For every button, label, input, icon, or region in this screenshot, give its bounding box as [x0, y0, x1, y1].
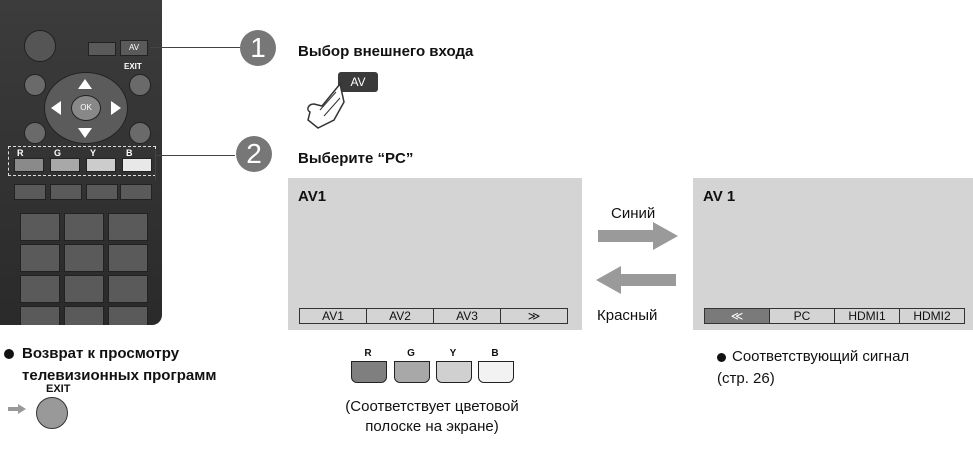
arrow-right-label: Синий — [611, 205, 656, 222]
number-key[interactable] — [108, 306, 148, 325]
number-key[interactable] — [20, 244, 60, 272]
screen-left-title: AV1 — [298, 188, 327, 205]
function-key[interactable] — [120, 184, 152, 200]
bar-item[interactable]: HDMI2 — [899, 308, 965, 324]
exit-round-button[interactable] — [36, 397, 68, 429]
arrow-right-icon — [598, 222, 678, 250]
exit-button[interactable] — [129, 74, 151, 96]
leader-line-av — [150, 47, 242, 48]
number-key[interactable] — [20, 213, 60, 241]
av-button-illustration-label: AV — [350, 75, 366, 89]
remote-key-letter: R — [17, 148, 24, 158]
blue-key[interactable] — [122, 158, 152, 172]
input-bar-left: AV1 AV2 AV3 ≫ — [299, 308, 568, 324]
dpad[interactable]: OK — [44, 72, 128, 144]
step-2-badge: 2 — [236, 136, 272, 172]
blue-color-button[interactable] — [478, 361, 514, 383]
red-key[interactable] — [14, 158, 44, 172]
color-note-line2: полоске на экране) — [365, 418, 499, 435]
leader-line-colors — [155, 150, 156, 180]
bar-item[interactable]: AV3 — [433, 308, 501, 324]
bar-item[interactable]: AV2 — [366, 308, 434, 324]
step-2-title: Выберите “PC” — [298, 150, 414, 167]
bar-item[interactable]: PC — [769, 308, 835, 324]
key-letter: B — [491, 348, 499, 359]
yellow-key[interactable] — [86, 158, 116, 172]
key-letter: R — [364, 348, 372, 359]
green-color-button[interactable] — [394, 361, 430, 383]
exit-label: EXIT — [124, 62, 142, 71]
arrow-left-icon — [596, 266, 676, 294]
screen-right: AV 1 ≪ PC HDMI1 HDMI2 — [693, 178, 973, 330]
signal-note-line1: Соответствующий сигнал — [732, 348, 910, 365]
number-key[interactable] — [64, 213, 104, 241]
hand-pointer-icon — [307, 82, 345, 129]
return-note-line1: Возврат к просмотру — [22, 345, 180, 362]
step-1-badge: 1 — [240, 30, 276, 66]
number-key[interactable] — [64, 244, 104, 272]
number-key[interactable] — [108, 213, 148, 241]
function-key[interactable] — [50, 184, 82, 200]
function-key[interactable] — [14, 184, 46, 200]
exit-button-label: EXIT — [46, 383, 71, 395]
number-key[interactable] — [108, 275, 148, 303]
remote-key-letter: B — [126, 148, 133, 158]
remote-control: AV EXIT OK R G Y B — [0, 0, 162, 325]
menu-button[interactable] — [24, 74, 46, 96]
down-arrow-icon — [78, 128, 92, 138]
av-button[interactable]: AV — [120, 40, 148, 56]
remote-key-letter: G — [54, 148, 62, 158]
signal-note-line2: (стр. 26) — [717, 370, 775, 387]
return-note-line2: телевизионных программ — [22, 367, 217, 384]
small-arrow-shaft — [8, 407, 18, 411]
up-arrow-icon — [78, 79, 92, 89]
key-letter: G — [407, 348, 415, 359]
screen-right-title: AV 1 — [703, 188, 736, 205]
step-1-title: Выбор внешнего входа — [298, 43, 474, 60]
color-note-line1: (Соответствует цветовой — [345, 398, 519, 415]
leader-line-step2 — [155, 155, 235, 156]
remote-key-letter: Y — [90, 148, 97, 158]
left-arrow-icon — [51, 101, 61, 115]
return-button[interactable] — [129, 122, 151, 144]
red-color-button[interactable] — [351, 361, 387, 383]
option-button[interactable] — [24, 122, 46, 144]
av-button-illustration: AV — [338, 72, 378, 92]
number-key[interactable] — [64, 306, 104, 325]
yellow-color-button[interactable] — [436, 361, 472, 383]
arrow-left-label: Красный — [597, 307, 658, 324]
number-key[interactable] — [20, 306, 60, 325]
bar-item[interactable]: HDMI1 — [834, 308, 900, 324]
blank-button[interactable] — [88, 42, 116, 56]
function-key[interactable] — [86, 184, 118, 200]
power-button[interactable] — [24, 30, 56, 62]
right-arrow-icon — [111, 101, 121, 115]
input-bar-right: ≪ PC HDMI1 HDMI2 — [704, 308, 965, 324]
green-key[interactable] — [50, 158, 80, 172]
number-key[interactable] — [20, 275, 60, 303]
bullet-icon — [717, 353, 726, 362]
number-key[interactable] — [108, 244, 148, 272]
ok-button[interactable]: OK — [71, 95, 101, 121]
small-arrow-icon — [18, 404, 26, 414]
number-key[interactable] — [64, 275, 104, 303]
screen-left: AV1 AV1 AV2 AV3 ≫ — [288, 178, 582, 330]
bar-item[interactable]: ≫ — [500, 308, 568, 324]
bullet-icon — [4, 349, 14, 359]
av-button-label: AV — [128, 43, 140, 52]
bar-item[interactable]: AV1 — [299, 308, 367, 324]
bar-item[interactable]: ≪ — [704, 308, 770, 324]
ok-label: OK — [80, 103, 92, 112]
key-letter: Y — [449, 348, 457, 359]
